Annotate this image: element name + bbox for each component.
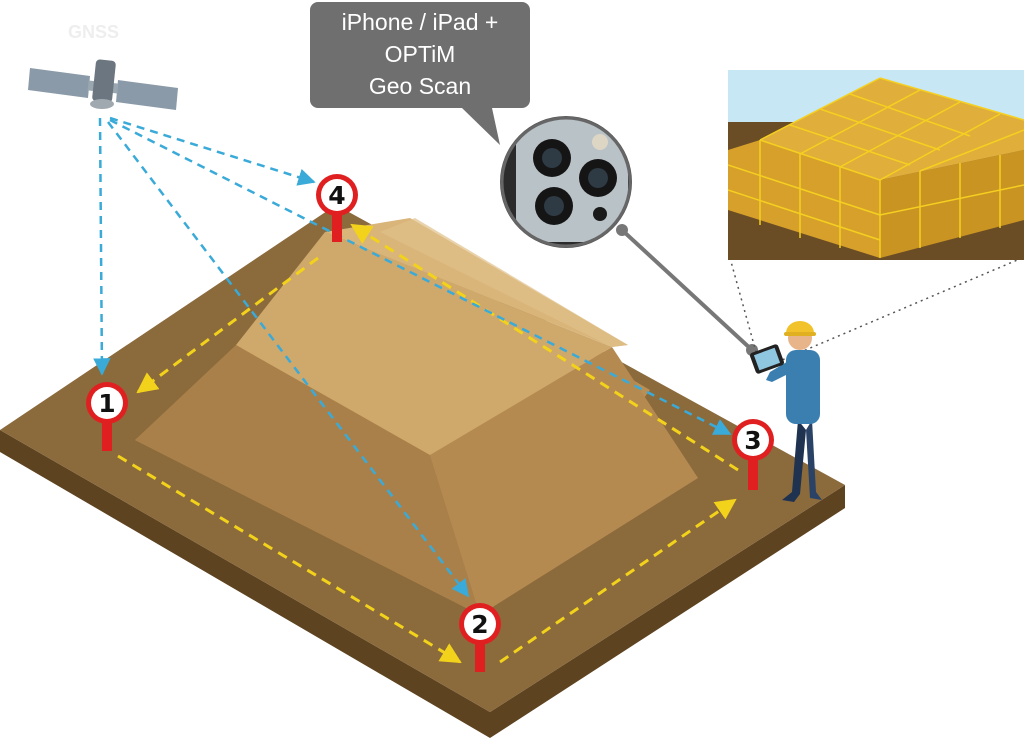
marker-1: 1 bbox=[86, 382, 128, 451]
callout-line-3: Geo Scan bbox=[369, 73, 471, 99]
marker-3-label: 3 bbox=[744, 426, 761, 455]
marker-3: 3 bbox=[732, 419, 774, 490]
view-lines bbox=[729, 257, 1023, 361]
walk-path bbox=[117, 223, 739, 664]
gnss-label: GNSS bbox=[68, 22, 119, 42]
gnss-signals bbox=[93, 116, 732, 598]
worker-icon bbox=[749, 321, 822, 502]
satellite-icon bbox=[28, 59, 178, 110]
mesh-model-icon bbox=[728, 70, 1024, 260]
soil-mound bbox=[135, 218, 698, 615]
marker-4-label: 4 bbox=[328, 181, 345, 210]
phone-camera-icon bbox=[500, 116, 758, 356]
callout-line-1: iPhone / iPad + bbox=[342, 9, 499, 35]
device-callout: iPhone / iPad + OPTiM Geo Scan bbox=[310, 2, 530, 145]
marker-1-label: 1 bbox=[98, 389, 115, 418]
callout-line-2: OPTiM bbox=[385, 41, 456, 67]
marker-4: 4 bbox=[316, 174, 358, 242]
marker-2-label: 2 bbox=[471, 610, 488, 639]
marker-2: 2 bbox=[459, 603, 501, 672]
